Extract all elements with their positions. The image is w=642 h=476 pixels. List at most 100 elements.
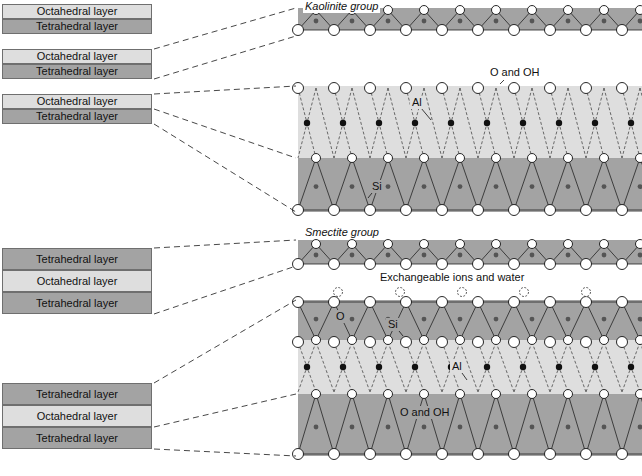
oxygen-atom (617, 297, 628, 308)
cation-atom (494, 184, 499, 189)
oxygen-atom (600, 390, 609, 399)
octahedron-edge (298, 88, 316, 158)
oxygen-atom (401, 297, 412, 308)
octahedron-edge (514, 88, 532, 158)
exchangeable-ion (334, 288, 343, 297)
cation-atom (628, 120, 634, 126)
atom-label: Al (410, 96, 424, 109)
atom-label: Si (370, 180, 384, 193)
dashed-leader (154, 300, 296, 383)
octahedron-edge (514, 342, 532, 392)
octahedron-edge (478, 342, 496, 392)
tetrahedron (406, 158, 442, 210)
oxygen-atom (456, 390, 465, 399)
oxygen-atom (384, 390, 393, 399)
oxygen-atom (509, 25, 520, 36)
oxygen-atom (329, 83, 340, 94)
cation-atom (530, 425, 535, 430)
oxygen-atom (437, 259, 448, 270)
tetrahedron (406, 302, 442, 340)
oxygen-atom (401, 337, 412, 348)
cation-atom (566, 253, 571, 258)
layer-name: Tetrahedral layer (36, 111, 118, 122)
dashed-leader (154, 266, 296, 314)
octahedron-edge (550, 88, 568, 158)
cation-atom (314, 425, 319, 430)
cation-atom (376, 120, 382, 126)
oxygen-atom (365, 25, 376, 36)
oxygen-atom (437, 83, 448, 94)
cation-atom (448, 120, 454, 126)
oxygen-atom (545, 337, 556, 348)
atom-layer (293, 6, 642, 460)
cation-atom (566, 184, 571, 189)
octahedron-edge (478, 342, 496, 392)
oxygen-atom (473, 25, 484, 36)
cation-atom (530, 253, 535, 258)
layer-band: Octahedral layer (2, 270, 152, 292)
leader-line (399, 331, 403, 336)
oxygen-atom (329, 205, 340, 216)
oxygen-atom (401, 259, 412, 270)
tetrahedron (478, 158, 514, 210)
oxygen-atom (492, 154, 501, 163)
layer-band: Tetrahedral layer (2, 248, 152, 270)
exchangeable-ion (582, 288, 591, 297)
octahedron-edge (514, 88, 532, 158)
cation-atom (494, 425, 499, 430)
leader-line (500, 80, 504, 84)
oxygen-atom (437, 205, 448, 216)
cation-atom (602, 425, 607, 430)
octahedron-edge (640, 88, 642, 158)
octahedron-edge (604, 88, 622, 158)
oxygen-atom (581, 259, 592, 270)
tetrahedron (442, 302, 478, 340)
cation-atom (602, 19, 607, 24)
layer-band: Octahedral layer (2, 405, 152, 427)
oxygen-atom (617, 25, 628, 36)
octahedron-edge (514, 342, 532, 392)
tetrahedron (586, 302, 622, 340)
oxygen-atom (348, 240, 357, 249)
oxygen-atom (293, 83, 304, 94)
tetrahedron (550, 394, 586, 454)
cation-atom (530, 184, 535, 189)
layer-band: Octahedral layer (2, 4, 152, 19)
octahedron-edge (406, 342, 424, 392)
octahedron-edge (460, 88, 478, 158)
cation-atom (422, 253, 427, 258)
oxygen-atom (293, 259, 304, 270)
layer-name: Tetrahedral layer (36, 21, 118, 32)
octahedron-edge (370, 342, 388, 392)
oxygen-atom (528, 390, 537, 399)
octahedron-edge (496, 342, 514, 392)
octahedron-edge (316, 88, 334, 158)
cation-atom (350, 425, 355, 430)
octahedron-edge (334, 88, 352, 158)
oxygen-atom (509, 297, 520, 308)
cation-atom (566, 317, 571, 322)
cation-atom (494, 253, 499, 258)
octahedron-edge (424, 342, 442, 392)
atom-label: O (334, 310, 347, 323)
tetrahedron (334, 302, 370, 340)
cation-atom (350, 317, 355, 322)
dashed-leader (154, 109, 296, 158)
octahedron-edge (406, 88, 424, 158)
oxygen-atom (581, 297, 592, 308)
tetrahedron (298, 302, 334, 340)
oxygen-atom (545, 449, 556, 460)
octahedron-edge (532, 342, 550, 392)
sheet-band (298, 158, 642, 212)
dashed-leaders (154, 8, 296, 456)
tetrahedron (586, 158, 622, 210)
oxygen-atom (401, 205, 412, 216)
cation-atom (556, 120, 562, 126)
octahedron-edge (550, 88, 568, 158)
octahedron-edge (622, 342, 640, 392)
octahedron-edge (406, 342, 424, 392)
oxygen-atom (348, 154, 357, 163)
cation-atom (602, 317, 607, 322)
cation-atom (314, 317, 319, 322)
cation-atom (422, 184, 427, 189)
